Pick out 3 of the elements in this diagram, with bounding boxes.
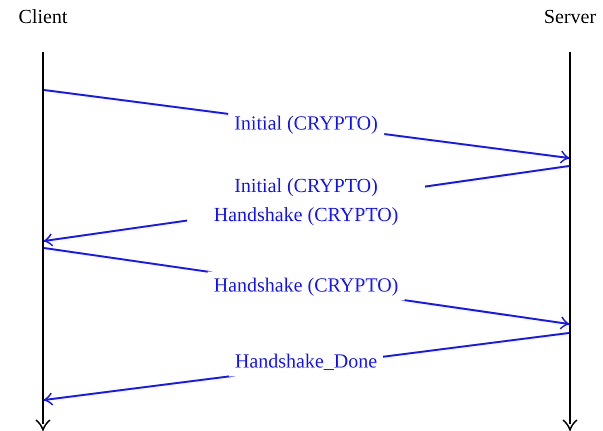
edge-label: Handshake (CRYPTO): [208, 272, 404, 300]
participant-label: Client: [18, 5, 68, 29]
participant-label: Server: [544, 5, 596, 29]
